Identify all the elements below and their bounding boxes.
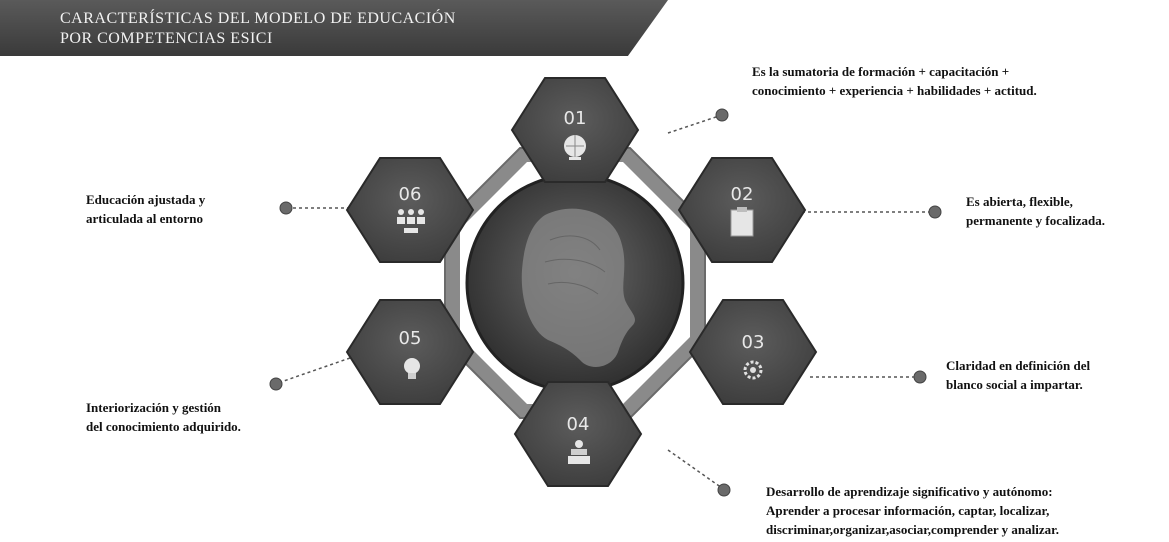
- note-06-line-2: articulada al entorno: [86, 211, 203, 226]
- note-04-line-2: Aprender a procesar información, captar,…: [766, 503, 1050, 518]
- note-02: Es abierta, flexible, permanente y focal…: [966, 192, 1105, 230]
- connector-dot-01: [715, 108, 729, 122]
- people-icon: [397, 209, 425, 233]
- clipboard-icon: [730, 207, 754, 237]
- hexagon-05-number: 05: [399, 328, 422, 349]
- note-02-line-1: Es abierta, flexible,: [966, 194, 1073, 209]
- note-01-line-2: conocimiento + experiencia + habilidades…: [752, 83, 1037, 98]
- note-06: Educación ajustada y articulada al entor…: [86, 190, 205, 228]
- note-02-line-2: permanente y focalizada.: [966, 213, 1106, 228]
- hexagon-02-number: 02: [731, 184, 754, 205]
- note-03-line-1: Claridad en definición del: [946, 358, 1091, 373]
- note-05: Interiorización y gestión del conocimien…: [86, 398, 241, 436]
- note-04-line-3: discriminar,organizar,asociar,comprender…: [766, 522, 1059, 537]
- connector-dot-03: [913, 370, 927, 384]
- title-line-2: POR COMPETENCIAS ESICI: [60, 30, 273, 47]
- note-01: Es la sumatoria de formación + capacitac…: [752, 62, 1037, 100]
- hexagon-01-number: 01: [564, 108, 587, 129]
- globe-icon: [564, 135, 586, 160]
- hexagon-03: 03: [688, 299, 818, 405]
- note-06-line-1: Educación ajustada y: [86, 192, 206, 207]
- hexagon-05: 05: [345, 299, 475, 405]
- books-icon: [568, 440, 590, 464]
- head-profile-icon: [521, 208, 635, 367]
- title-line-1: CARACTERÍSTICAS DEL MODELO DE EDUCACIÓN: [60, 10, 456, 27]
- hexagon-04: 04: [513, 381, 643, 487]
- note-03: Claridad en definición del blanco social…: [946, 356, 1090, 394]
- note-01-line-1: Es la sumatoria de formación + capacitac…: [752, 64, 1010, 79]
- lightbulb-icon: [404, 358, 420, 379]
- gear-icon: [743, 360, 763, 380]
- hexagon-01: 01: [510, 77, 640, 183]
- note-05-line-1: Interiorización y gestión: [86, 400, 222, 415]
- hexagon-03-number: 03: [742, 332, 765, 353]
- hexagon-04-number: 04: [567, 414, 590, 435]
- note-05-line-2: del conocimiento adquirido.: [86, 419, 241, 434]
- connector-dot-04: [717, 483, 731, 497]
- note-04-line-1: Desarrollo de aprendizaje significativo …: [766, 484, 1053, 499]
- connector-dot-05: [269, 377, 283, 391]
- connector-dot-06: [279, 201, 293, 215]
- note-04: Desarrollo de aprendizaje significativo …: [766, 482, 1059, 539]
- hexagon-02: 02: [677, 157, 807, 263]
- note-03-line-2: blanco social a impartar.: [946, 377, 1083, 392]
- title-banner: CARACTERÍSTICAS DEL MODELO DE EDUCACIÓN …: [0, 0, 668, 56]
- hexagon-06: 06: [345, 157, 475, 263]
- hexagon-06-number: 06: [399, 184, 422, 205]
- connector-dot-02: [928, 205, 942, 219]
